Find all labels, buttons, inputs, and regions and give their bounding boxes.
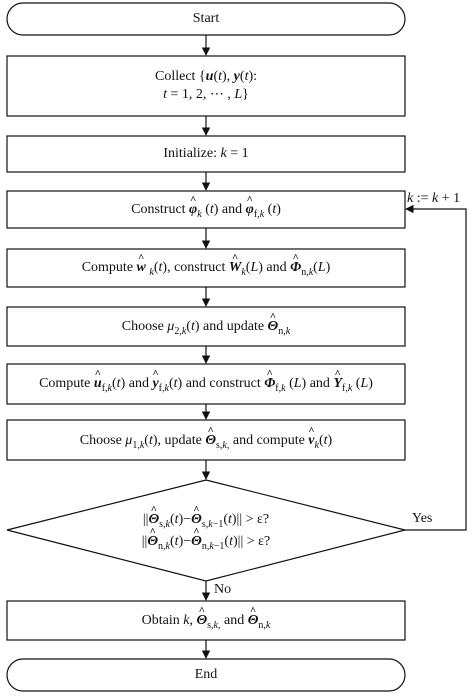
collect-box — [6, 55, 406, 117]
no-label: No — [214, 582, 232, 597]
decision-line-1: ||Θs,k(t)−Θs,k−1(t)|| > ε? — [142, 509, 270, 531]
construct-phi-label: Construct φk (t) and φf,k (t) — [131, 201, 281, 219]
initialize-label: Initialize: k = 1 — [163, 146, 249, 161]
choose-mu2-label: Choose μ2,k(t) and update Θn,k — [122, 318, 290, 336]
loop-label: k := k + 1 — [407, 191, 461, 206]
end-label: End — [194, 667, 218, 682]
construct-phi-box — [6, 190, 406, 229]
end-terminal — [6, 658, 406, 692]
loop-back-arrow — [405, 204, 467, 531]
collect-label: Collect {u(t), y(t): t = 1, 2, ⋯ , L} — [155, 68, 257, 104]
collect-line-2: t = 1, 2, ⋯ , L} — [163, 87, 249, 102]
choose-mu1-label: Choose μ1,k(t), update Θs,k, and compute… — [80, 432, 332, 450]
collect-line-1: Collect {u(t), y(t): — [154, 69, 258, 84]
yes-label: Yes — [412, 511, 433, 526]
start-label: Start — [192, 11, 220, 26]
compute-w-label: Compute w k(t), construct Wk(L) and Φn,k… — [82, 259, 331, 277]
compute-uf-label: Compute uf,k(t) and yf,k(t) and construc… — [39, 375, 373, 393]
decision-label: ||Θs,k(t)−Θs,k−1(t)|| > ε? ||Θn,k(t)−Θn,… — [142, 509, 270, 553]
obtain-label: Obtain k, Θs,k, and Θn,k — [142, 612, 271, 630]
decision-line-2: ||Θn,k(t)−Θn,k−1(t)|| > ε? — [142, 531, 270, 553]
initialize-box — [6, 135, 406, 173]
